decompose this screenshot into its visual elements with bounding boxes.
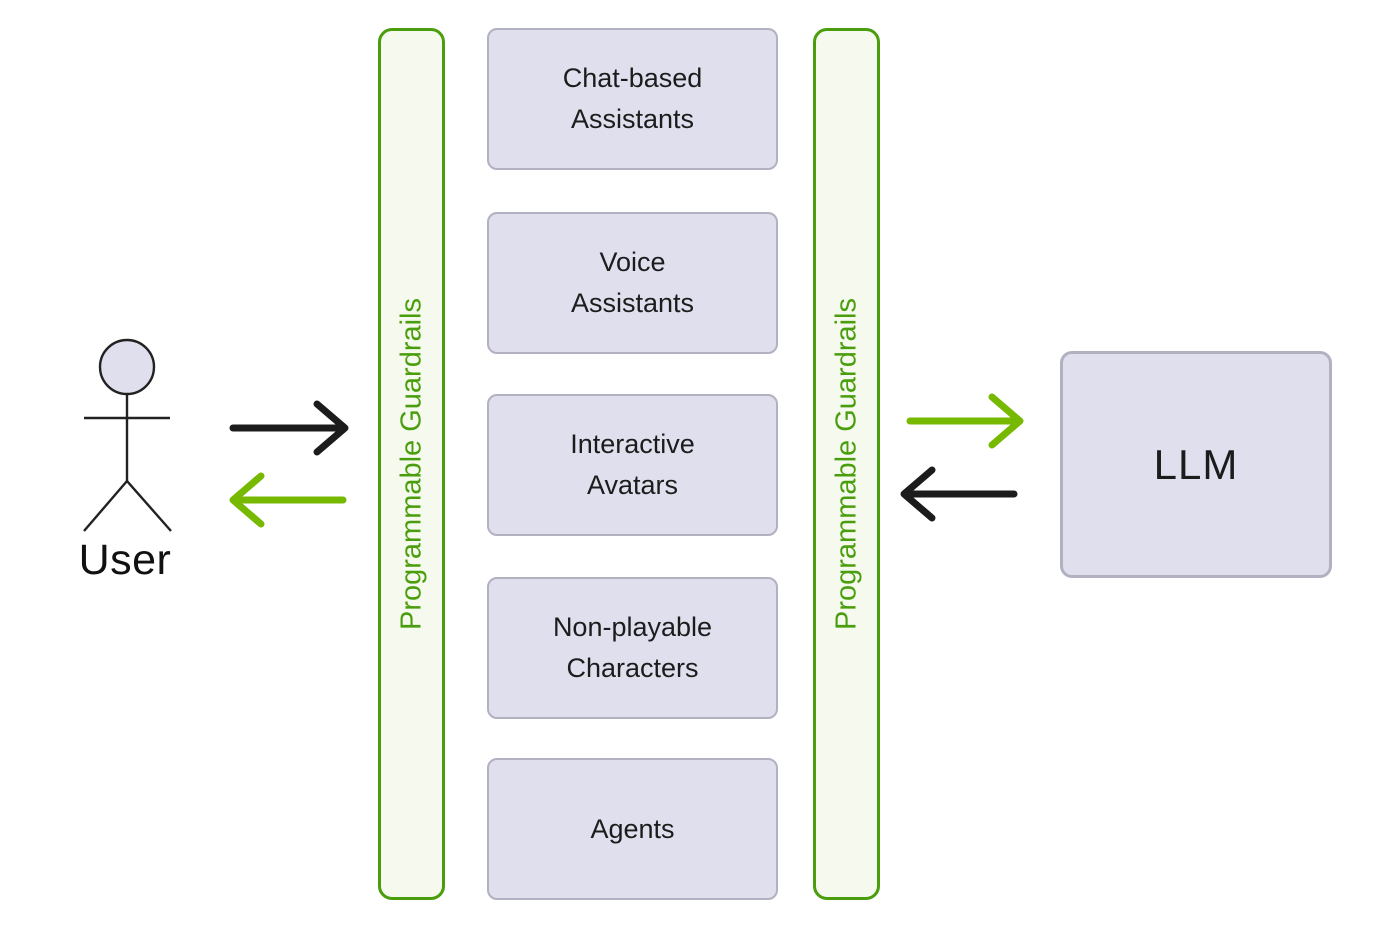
app-box-non-playable-characters: Non-playable Characters [487,577,778,719]
guardrails-bar-right: Programmable Guardrails [813,28,880,900]
user-stick-figure-icon [83,338,172,532]
guardrails-bar-left-label: Programmable Guardrails [395,297,427,631]
arrow-llm-to-guardrails-icon [900,466,1018,522]
user-label: User [78,536,172,584]
app-box-label: Voice Assistants [570,247,695,318]
app-box-voice-assistants: Voice Assistants [487,212,778,354]
guardrails-bar-left: Programmable Guardrails [378,28,445,900]
llm-box-label: LLM [1153,440,1239,488]
app-box-label: Agents [590,813,675,844]
arrow-guardrails-to-llm-icon [906,393,1024,449]
app-box-label: Non-playable Characters [552,612,713,683]
app-box-label: Interactive Avatars [570,429,695,500]
arrow-guardrails-to-user-icon [229,472,347,528]
app-box-chat-based-assistants: Chat-based Assistants [487,28,778,170]
app-box-interactive-avatars: Interactive Avatars [487,394,778,536]
arrow-user-to-guardrails-icon [229,400,349,456]
app-box-label: Chat-based Assistants [562,63,703,134]
guardrails-bar-right-label: Programmable Guardrails [830,297,862,631]
llm-box: LLM [1060,351,1332,578]
app-box-agents: Agents [487,758,778,900]
